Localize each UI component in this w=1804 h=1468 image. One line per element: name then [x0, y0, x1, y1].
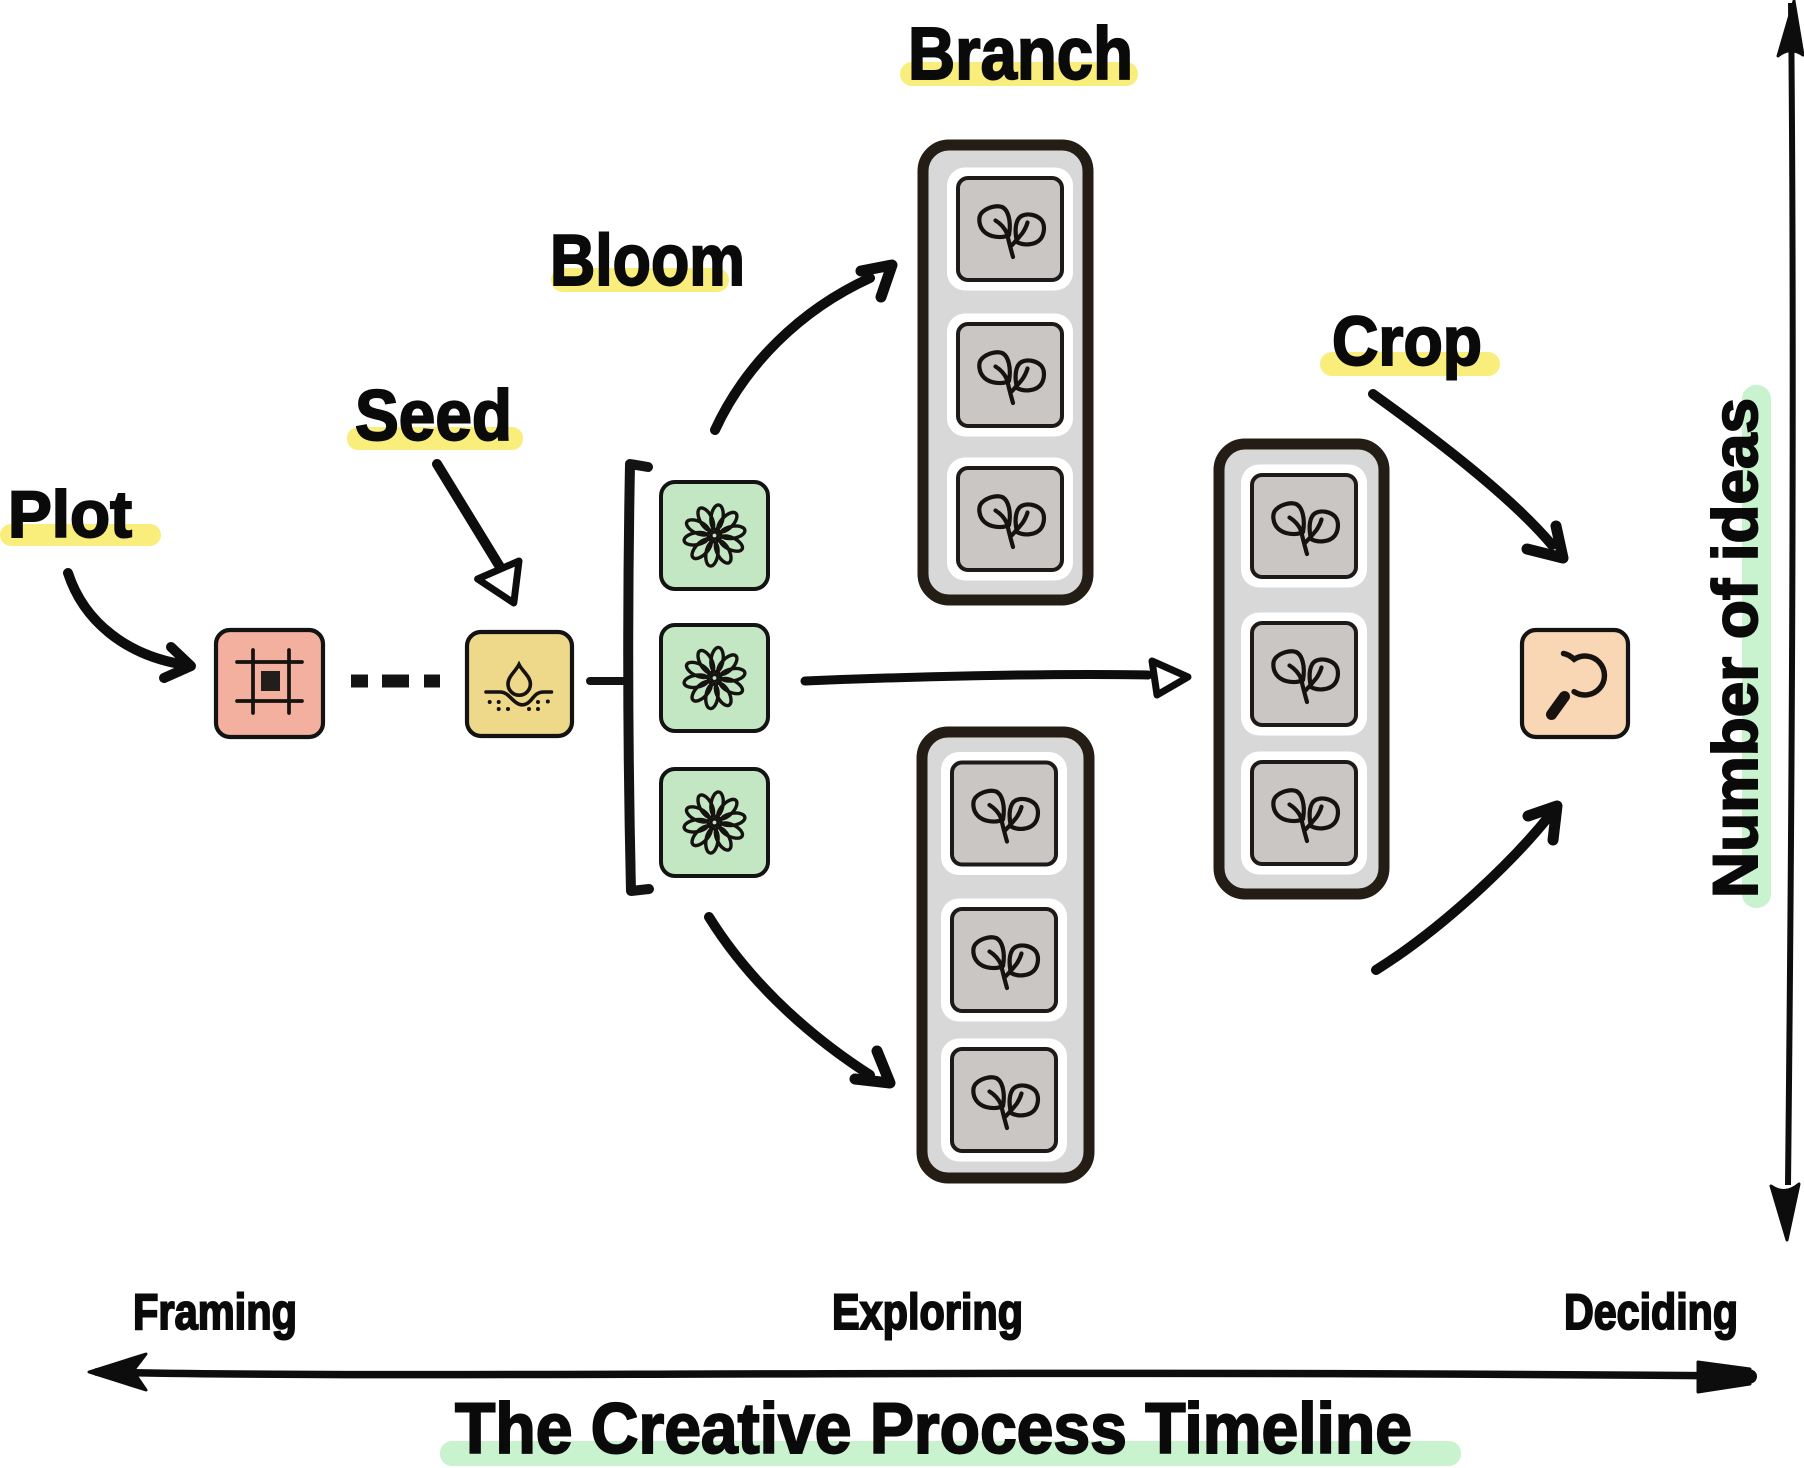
svg-text:Plot: Plot: [8, 477, 132, 551]
svg-text:Bloom: Bloom: [550, 221, 745, 301]
svg-text:Branch: Branch: [908, 12, 1133, 95]
svg-text:Number of ideas: Number of ideas: [1701, 398, 1771, 898]
svg-text:The Creative Process Timeline: The Creative Process Timeline: [455, 1390, 1412, 1468]
svg-text:Seed: Seed: [355, 377, 512, 456]
svg-text:Deciding: Deciding: [1564, 1284, 1738, 1340]
svg-text:Framing: Framing: [133, 1284, 297, 1340]
svg-text:Crop: Crop: [1332, 302, 1482, 380]
svg-text:Exploring: Exploring: [832, 1284, 1023, 1340]
